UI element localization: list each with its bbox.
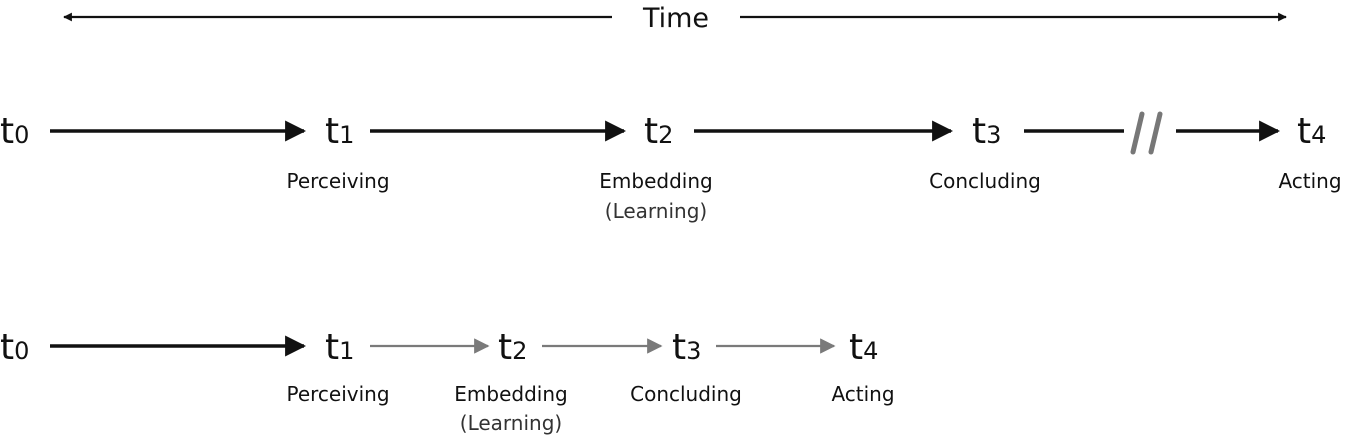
long-stage-acting: Acting bbox=[1278, 169, 1341, 193]
short-node-t1: t1 bbox=[325, 327, 354, 368]
long-stage-learning-note: (Learning) bbox=[605, 199, 707, 223]
long-node-t4: t4 bbox=[1297, 111, 1326, 152]
time-axis-label: Time bbox=[642, 3, 709, 34]
short-node-t4: t4 bbox=[849, 327, 878, 368]
timeline-short: t0 t1 Perceiving t2 Embedding (Learning)… bbox=[0, 327, 895, 435]
long-node-t1: t1 bbox=[325, 111, 354, 152]
long-node-t2: t2 bbox=[644, 111, 673, 152]
short-node-t3: t3 bbox=[672, 327, 701, 368]
time-axis: Time bbox=[63, 3, 1287, 34]
short-stage-acting: Acting bbox=[831, 382, 894, 406]
long-break-mark: // bbox=[1130, 111, 1163, 155]
long-stage-concluding: Concluding bbox=[929, 169, 1041, 193]
long-node-t3: t3 bbox=[972, 111, 1001, 152]
short-stage-learning-note: (Learning) bbox=[460, 411, 562, 435]
long-stage-perceiving: Perceiving bbox=[286, 169, 389, 193]
short-stage-perceiving: Perceiving bbox=[286, 382, 389, 406]
svg-text://: // bbox=[1146, 130, 1147, 132]
timeline-long: // t0 t1 Perceiving t2 Embedding (Learni… bbox=[0, 111, 1342, 223]
long-node-t0: t0 bbox=[0, 111, 29, 152]
long-stage-embedding: Embedding bbox=[599, 169, 712, 193]
short-stage-concluding: Concluding bbox=[630, 382, 742, 406]
short-stage-embedding: Embedding bbox=[454, 382, 567, 406]
short-node-t0: t0 bbox=[0, 327, 29, 368]
short-node-t2: t2 bbox=[498, 327, 527, 368]
